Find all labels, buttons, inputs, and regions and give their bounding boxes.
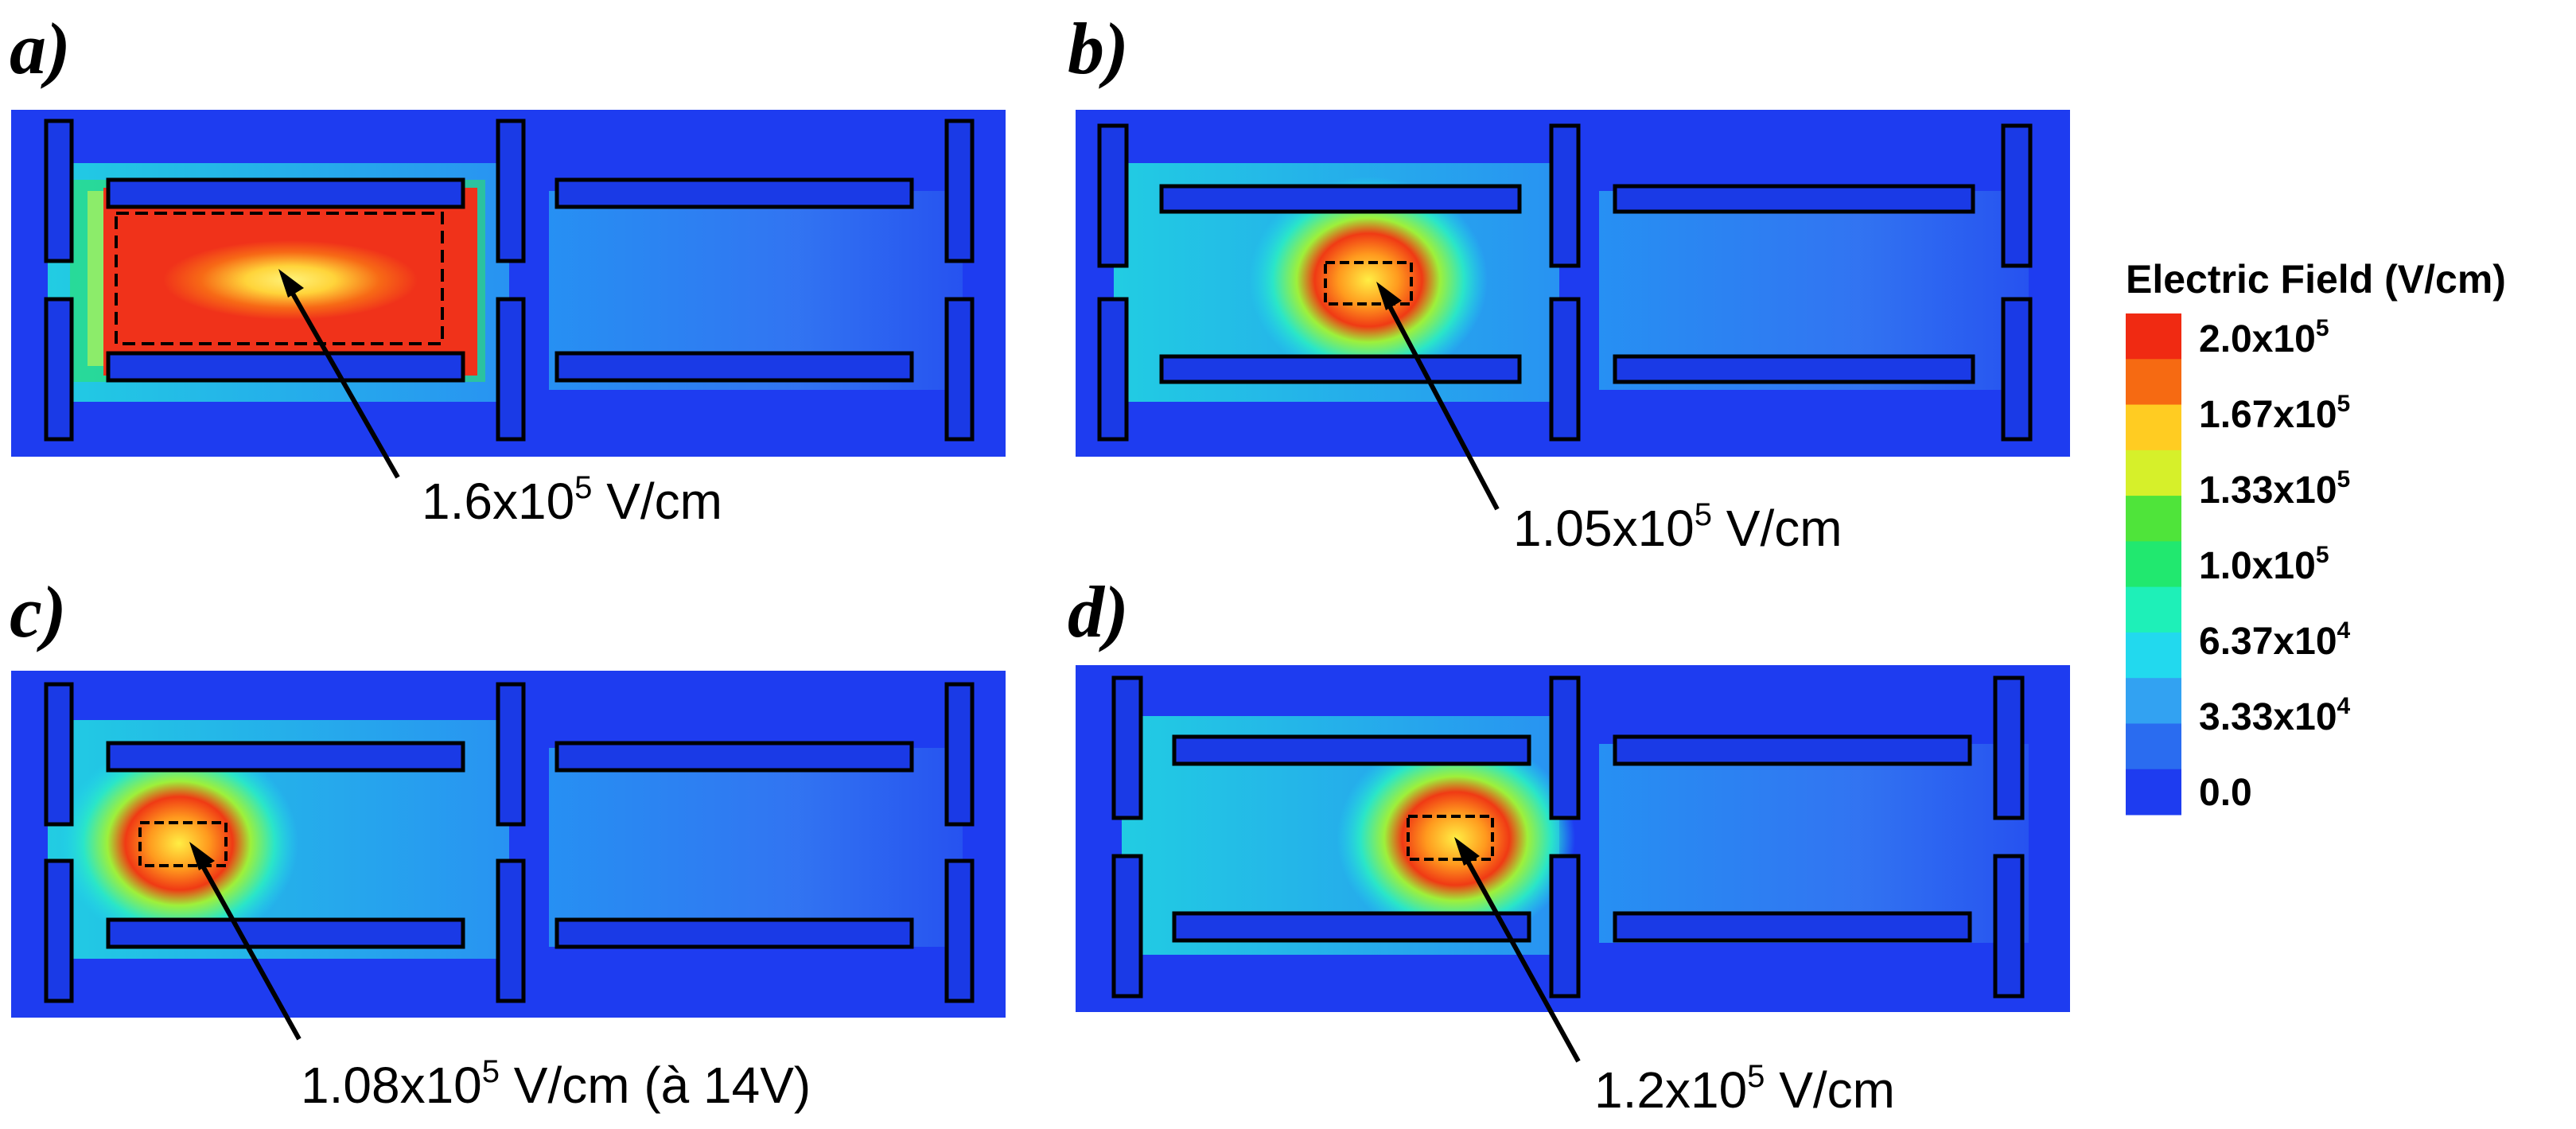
value-annotation: 1.05x105 V/cm (1513, 497, 1843, 557)
colorbar-band (2126, 359, 2181, 406)
colorbar-band (2126, 450, 2181, 496)
colorbar-tick-label: 6.37x104 (2199, 617, 2351, 663)
probe-box (1407, 815, 1494, 861)
leader-arrow (1460, 850, 1581, 1063)
value-annotation: 1.6x105 V/cm (422, 470, 722, 530)
colorbar-tick-label: 3.33x104 (2199, 693, 2351, 738)
leader-arrow (1382, 294, 1500, 511)
colorbar-labels: 2.0x105 1.67x105 1.33x105 1.0x105 6.37x104 3.… (2199, 315, 2351, 814)
arrow-head (278, 269, 304, 298)
probe-box (1324, 261, 1413, 306)
colorbar-legend: Electric Field (V/cm) 2.0x105 1.67x105 1.3… (2126, 257, 2506, 816)
colorbar-band (2126, 496, 2181, 542)
colorbar-tick-label: 1.33x105 (2199, 466, 2350, 512)
colorbar-band (2126, 632, 2181, 679)
panel-c: c) 1.08x105 V/cm (à 14V) (10, 571, 1006, 1114)
electrodes (1097, 123, 2033, 442)
colorbar-band (2126, 678, 2181, 724)
leader-arrow (284, 281, 400, 479)
value-annotation: 1.2x105 V/cm (1594, 1059, 1895, 1119)
electrodes (44, 682, 975, 1003)
panel-d: d) 1.2x105 V/cm (1068, 571, 2070, 1119)
colorbar-band (2126, 586, 2181, 633)
colorbar-tick-label: 2.0x105 (2199, 315, 2329, 360)
electrodes (1111, 675, 2025, 999)
probe-box (138, 821, 228, 867)
arrow-head (1454, 837, 1480, 866)
panel-letter: d) (1068, 571, 1129, 652)
arrow-head (1376, 282, 1402, 310)
arrow-head (189, 842, 215, 870)
leader-arrow (195, 855, 302, 1041)
colorbar-tick-label: 1.0x105 (2199, 542, 2329, 587)
colorbar-tick-label: 0.0 (2199, 772, 2252, 814)
panel-letter: c) (10, 571, 66, 652)
panel-b: b) 1.05x105 V/cm (1068, 8, 2070, 557)
colorbar-band (2126, 769, 2181, 816)
colorbar-band (2126, 404, 2181, 451)
colorbar-tick-label: 1.67x105 (2199, 391, 2350, 436)
probe-box (115, 212, 444, 345)
colorbar (2126, 313, 2181, 816)
colorbar-band (2126, 541, 2181, 588)
value-annotation: 1.08x105 V/cm (à 14V) (301, 1054, 811, 1114)
panel-a: a) 1.6x105 V/cm (10, 8, 1006, 530)
colorbar-band (2126, 313, 2181, 360)
panel-letter: a) (10, 8, 71, 89)
electrodes (44, 119, 975, 442)
colorbar-band (2126, 723, 2181, 770)
legend-title: Electric Field (V/cm) (2126, 257, 2506, 302)
panel-letter: b) (1068, 8, 1129, 89)
